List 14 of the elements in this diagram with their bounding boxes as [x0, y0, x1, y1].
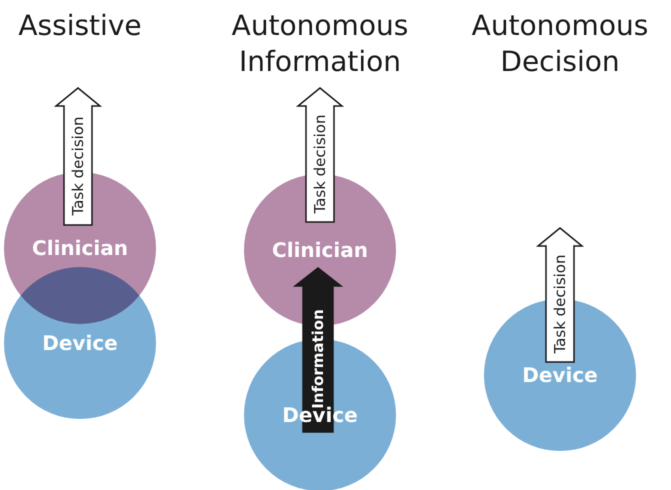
- block-arrow: [54, 87, 102, 226]
- edge-label: Information: [309, 309, 327, 409]
- node-label: Device: [522, 363, 598, 387]
- node-label: Clinician: [32, 236, 128, 260]
- block-arrow: [296, 87, 344, 223]
- edge-label: Task decision: [551, 254, 569, 354]
- column-title: Autonomous Information: [230, 8, 410, 80]
- edge-label: Task decision: [311, 114, 329, 214]
- edge-label: Task decision: [69, 116, 87, 215]
- column-title: Autonomous Decision: [470, 8, 650, 80]
- column-title: Assistive: [17, 8, 143, 44]
- block-arrow: [536, 227, 584, 363]
- node-label: Clinician: [272, 238, 368, 262]
- node-label: Device: [42, 331, 118, 355]
